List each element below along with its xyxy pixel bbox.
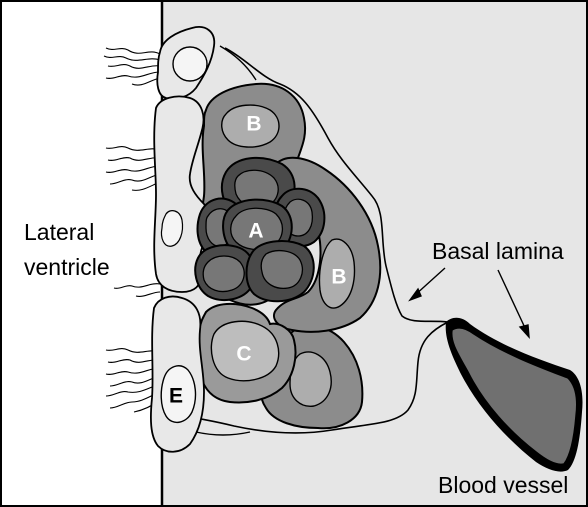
cell-label-b-right: B	[331, 266, 346, 289]
basal-lamina-label: Basal lamina	[432, 240, 564, 263]
lateral-ventricle-label-line1: Lateral	[24, 221, 94, 244]
blood-vessel-label: Blood vessel	[438, 474, 568, 497]
lateral-ventricle-label-line2: ventricle	[24, 256, 110, 279]
cell-label-b-top: B	[246, 113, 261, 136]
cell-label-c: C	[236, 343, 251, 366]
cell-label-a: A	[248, 220, 263, 243]
cell-label-e: E	[169, 385, 183, 408]
